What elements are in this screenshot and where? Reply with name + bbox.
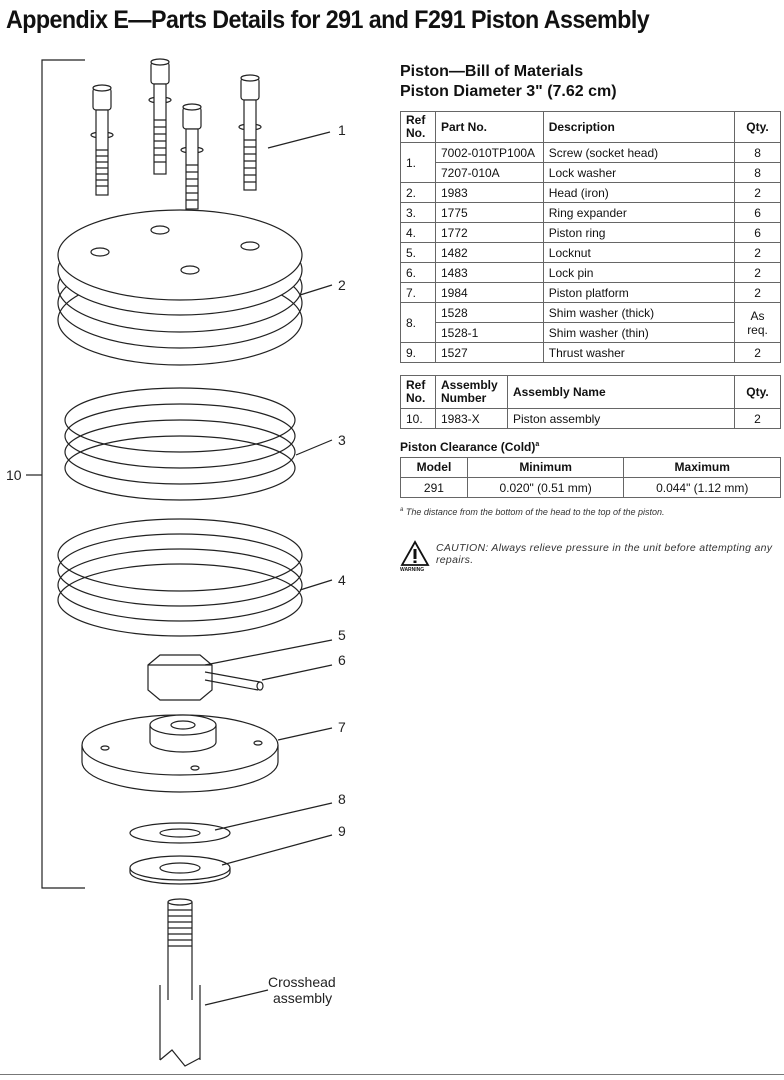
caution-text: CAUTION: Always relieve pressure in the …: [436, 542, 773, 566]
warning-icon: [400, 540, 430, 566]
piston-platform-icon: [81, 714, 279, 793]
assembly-bracket: [41, 59, 85, 889]
callout-6: 6: [338, 652, 346, 668]
footnote: a The distance from the bottom of the he…: [400, 507, 665, 517]
shim-washer-icon: [129, 822, 231, 844]
callout-3: 3: [338, 432, 346, 448]
crosshead-icon: [159, 898, 201, 1067]
callout-4: 4: [338, 572, 346, 588]
bom-title: Piston—Bill of Materials: [400, 63, 584, 80]
callout-2: 2: [338, 277, 346, 293]
bom-subtitle: Piston Diameter 3" (7.62 cm): [400, 83, 617, 100]
warning-label: WARNING: [400, 567, 425, 573]
clearance-title: Piston Clearance (Cold)a: [400, 440, 540, 454]
header-part: Part No.: [434, 111, 544, 143]
bottom-rule: [0, 1074, 784, 1075]
caution-notice: WARNING CAUTION: Always relieve pressure…: [400, 540, 780, 573]
callout-5: 5: [338, 627, 346, 643]
callout-8: 8: [338, 791, 346, 807]
callout-7: 7: [338, 719, 346, 735]
piston-ring-icon: [57, 518, 303, 637]
locknut-icon: [147, 654, 213, 701]
thrust-washer-icon: [129, 855, 231, 885]
exploded-piston-diagram: 10 1 2 3 4 5 6: [6, 58, 346, 1067]
crosshead-label-2: assembly: [273, 990, 332, 1006]
crosshead-label-1: Crosshead: [268, 974, 336, 990]
callout-1: 1: [338, 122, 346, 138]
header-qty: Qty.: [734, 111, 781, 143]
callout-9: 9: [338, 823, 346, 839]
page-title: Appendix E—Parts Details for 291 and F29…: [6, 6, 650, 34]
lock-pin-icon: [204, 671, 264, 691]
header-desc: Description: [542, 111, 736, 143]
screws-icon: [90, 58, 262, 210]
ring-expander-icon: [64, 387, 296, 501]
piston-head-icon: [57, 209, 303, 366]
callout-10: 10: [6, 467, 22, 483]
